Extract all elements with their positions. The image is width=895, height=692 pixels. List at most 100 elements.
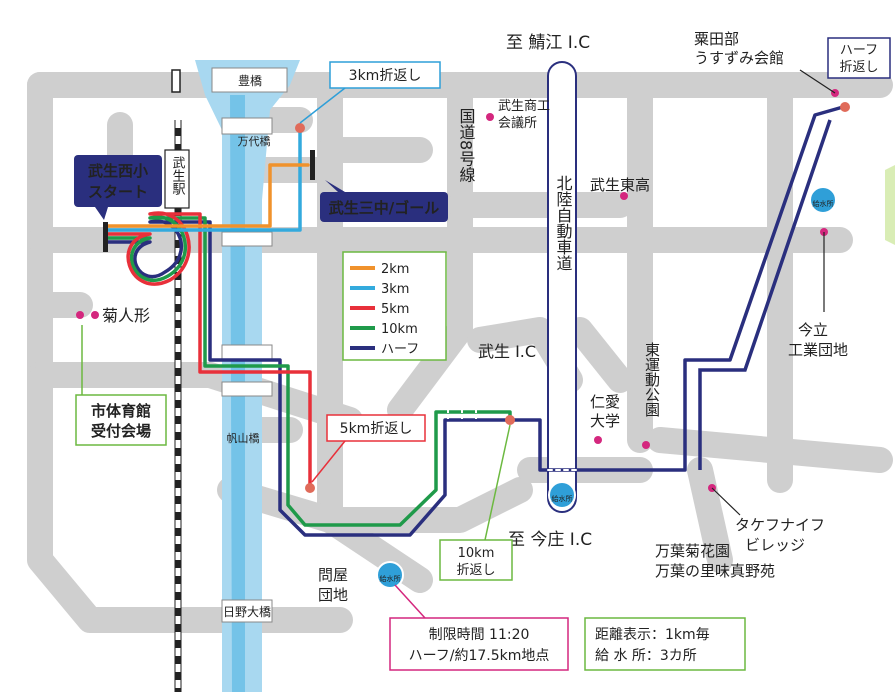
poi-higashi-high bbox=[620, 192, 628, 200]
reception-line1: 市体育館 bbox=[91, 402, 151, 420]
water-station-label: 給水所 bbox=[552, 494, 573, 503]
turn-half-line1: ハーフ bbox=[840, 43, 878, 58]
start-bar bbox=[103, 222, 108, 252]
label-hokuriku: 北陸自動車道 bbox=[554, 175, 573, 271]
label-awatabe-2: うすずみ会館 bbox=[694, 49, 784, 67]
water-station-label: 給水所 bbox=[380, 574, 401, 583]
label-shoko-1: 武生商工 bbox=[498, 99, 550, 114]
label-knife-1: タケフナイフ bbox=[735, 516, 825, 534]
label-mandaibashi: 万代橋 bbox=[238, 134, 271, 148]
river-body bbox=[195, 60, 300, 692]
route-3km bbox=[106, 126, 302, 232]
label-jinai-1: 仁愛 bbox=[590, 393, 620, 411]
water-station-label: 給水所 bbox=[813, 199, 834, 208]
legend-label: 10km bbox=[381, 322, 418, 337]
label-hinoohashi: 日野大橋 bbox=[223, 605, 271, 619]
label-undo-koen: 東運動公園 bbox=[643, 342, 661, 417]
bridge-mandaibashi bbox=[221, 117, 273, 135]
legend-label: ハーフ bbox=[381, 342, 419, 357]
road bbox=[27, 367, 353, 633]
bridge-hanzanbashi bbox=[221, 381, 273, 397]
time-limit-line2: ハーフ/約17.5km地点 bbox=[409, 648, 550, 664]
label-toyohashi: 豊橋 bbox=[238, 74, 262, 88]
label-shoko-2: 会議所 bbox=[498, 116, 537, 131]
label-takefu-station: 武生駅 bbox=[170, 156, 186, 196]
route-10km bbox=[106, 215, 512, 527]
railway-end-marker bbox=[171, 69, 181, 93]
turn-half-callout: ハーフ 折返し bbox=[827, 37, 891, 79]
label-kikuningyo: 菊人形 bbox=[102, 306, 150, 325]
water-station-1: 給水所 bbox=[809, 186, 837, 214]
bridge-hinoohashi bbox=[221, 599, 273, 623]
half-outer-path bbox=[698, 119, 832, 470]
legend-label: 5km bbox=[381, 302, 409, 317]
road bbox=[387, 72, 473, 423]
info-box: 距離表示：1km毎 給 水 所：3カ所 bbox=[584, 617, 746, 671]
label-imadate-1: 今立 bbox=[798, 321, 828, 339]
bridge-toyohashi bbox=[211, 67, 288, 93]
label-higashi-high: 武生東高 bbox=[590, 176, 650, 194]
label-awatabe-1: 粟田部 bbox=[694, 30, 739, 48]
reception-line2: 受付会場 bbox=[91, 422, 151, 440]
info-line2: 給 水 所：3カ所 bbox=[595, 648, 697, 664]
label-imadate-2: 工業団地 bbox=[788, 341, 848, 359]
map-edge-field bbox=[885, 165, 895, 245]
legend-label: 2km bbox=[381, 262, 409, 277]
knife-leader bbox=[711, 487, 741, 516]
label-to-sabae: 至 鯖江 I.C bbox=[506, 33, 590, 53]
bridge-mid bbox=[221, 344, 273, 360]
time-limit-callout: 制限時間 11:20 ハーフ/約17.5km地点 bbox=[389, 584, 569, 671]
label-manyo-1: 万葉菊花園 bbox=[655, 542, 730, 560]
label-route8: 国道8号線 bbox=[457, 108, 476, 182]
turn-3km-marker bbox=[295, 123, 305, 133]
water-station-3: 給水所 bbox=[376, 561, 404, 589]
reception-callout: 市体育館 受付会場 bbox=[75, 325, 167, 446]
turn-3km-callout: 3km折返し bbox=[299, 61, 441, 124]
hokuriku-expressway bbox=[547, 61, 577, 513]
turn-half-line2: 折返し bbox=[839, 60, 878, 75]
turn-3km-text: 3km折返し bbox=[349, 68, 422, 84]
time-limit-line1: 制限時間 11:20 bbox=[429, 627, 530, 643]
label-toiya-1: 問屋 bbox=[318, 566, 348, 584]
info-line1: 距離表示：1km毎 bbox=[595, 626, 710, 643]
bridge-mandai-south bbox=[221, 231, 273, 247]
water-station-2: 給水所 bbox=[548, 481, 576, 509]
turn-10km-marker bbox=[505, 415, 515, 425]
goal-callout-text: 武生三中/ゴール bbox=[329, 199, 439, 217]
route-2km bbox=[106, 163, 310, 228]
turn-5km-marker bbox=[305, 483, 315, 493]
poi-shoko bbox=[486, 113, 494, 121]
goal-callout: 武生三中/ゴール bbox=[320, 180, 448, 222]
start-callout-line2: スタート bbox=[88, 183, 148, 201]
label-knife-2: ビレッジ bbox=[745, 536, 805, 554]
turn-half-marker bbox=[840, 102, 850, 112]
route-5km bbox=[106, 211, 312, 490]
turn-10km-line2: 折返し bbox=[456, 563, 495, 578]
route-legend: 2km 3km 5km 10km ハーフ bbox=[342, 251, 447, 361]
ic-dashes bbox=[447, 410, 477, 440]
road bbox=[27, 362, 363, 433]
label-manyo-2: 万葉の里味真野苑 bbox=[655, 562, 775, 580]
turn-10km-callout: 10km 折返し bbox=[439, 424, 513, 581]
road bbox=[317, 507, 433, 593]
start-callout-line1: 武生西小 bbox=[88, 162, 148, 180]
awatabe-leader bbox=[799, 69, 836, 94]
station-box bbox=[164, 149, 190, 209]
legend-label: 3km bbox=[381, 282, 409, 297]
label-toiya-2: 団地 bbox=[318, 586, 348, 604]
road bbox=[687, 457, 733, 573]
poi-jinai bbox=[594, 436, 602, 444]
label-hanzanbashi: 帆山橋 bbox=[227, 431, 260, 445]
label-jinai-2: 大学 bbox=[590, 412, 620, 430]
label-takefu-ic: 武生 I.C bbox=[478, 342, 536, 361]
start-callout: 武生西小 スタート bbox=[74, 155, 162, 220]
poi-undo-koen bbox=[642, 441, 650, 449]
turn-10km-line1: 10km bbox=[458, 546, 495, 561]
route-half bbox=[106, 105, 845, 537]
turn-5km-callout: 5km折返し bbox=[311, 414, 426, 483]
road bbox=[567, 317, 633, 393]
turn-markers bbox=[295, 102, 850, 493]
road bbox=[217, 477, 533, 533]
goal-bar bbox=[310, 150, 315, 180]
